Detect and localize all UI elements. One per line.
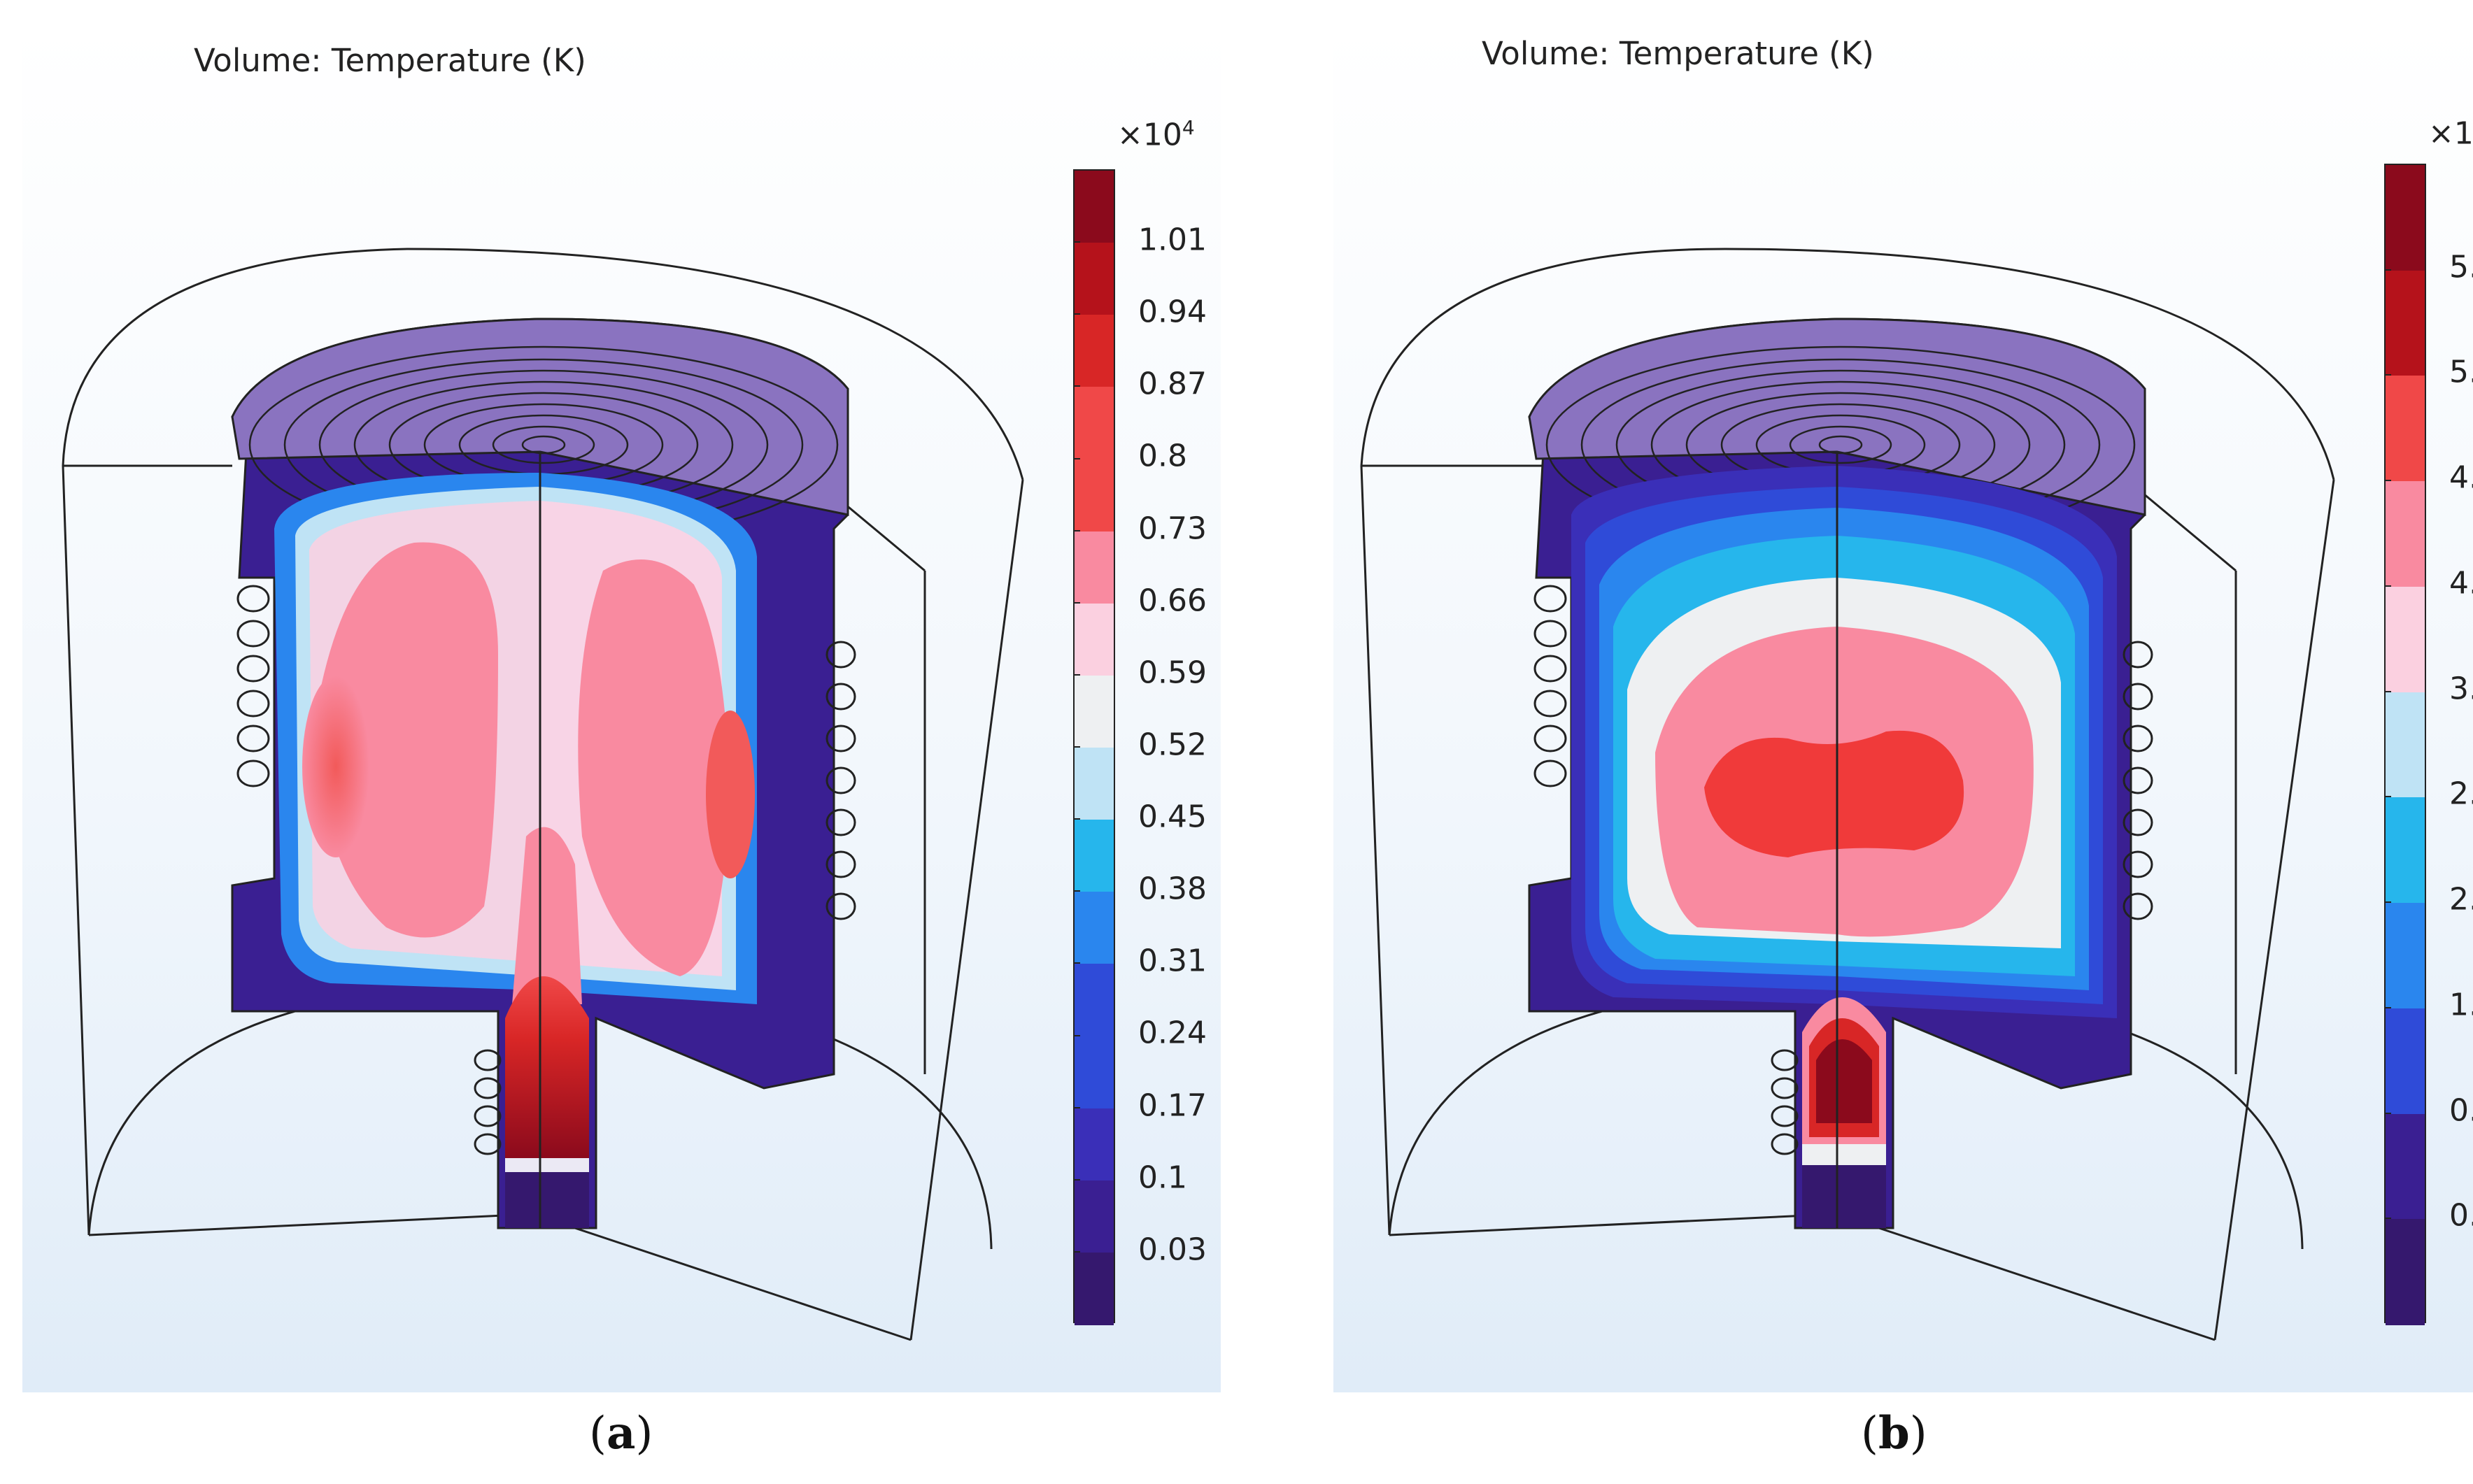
reactor-lid	[231, 318, 849, 516]
colorbar-tick-mark	[1073, 962, 1080, 964]
colorbar-tick-label: 2.8	[2449, 776, 2473, 812]
colorbar-tick-mark	[1073, 241, 1080, 243]
colorbar-tick-label: 1.01	[1138, 222, 1207, 258]
colorbar-tick-label: 3.42	[2449, 671, 2473, 707]
colorbar-tick-label: 2.17	[2449, 881, 2473, 918]
colorbar-tick-label: 0.94	[1138, 294, 1207, 330]
temperature-plot-panel-a: Volume: Temperature (K)	[22, 25, 1221, 1392]
colorbar-tick-mark	[1073, 457, 1080, 459]
colorbar-tick-mark	[1073, 1178, 1080, 1180]
colorbar-segment	[1075, 315, 1114, 388]
colorbar-tick-mark	[2384, 901, 2391, 904]
colorbar-tick-mark	[1073, 601, 1080, 604]
colorbar	[1073, 169, 1115, 1325]
colorbar-segment	[1075, 820, 1114, 893]
colorbar-segment	[1075, 1180, 1114, 1253]
colorbar-segment	[2386, 481, 2425, 587]
colorbar	[2384, 164, 2426, 1325]
colorbar-segment	[1075, 243, 1114, 316]
colorbar-tick-mark	[2384, 1006, 2391, 1008]
reactor-temperature-render	[1360, 248, 2335, 1341]
colorbar-tick-mark	[2384, 1112, 2391, 1114]
caption-b: (b)	[1861, 1407, 1927, 1460]
colorbar-segment	[2386, 1008, 2425, 1115]
colorbar-tick-mark	[2384, 480, 2391, 482]
colorbar-tick-mark	[2384, 374, 2391, 376]
colorbar-tick-label: 0.38	[1138, 871, 1207, 907]
plot-title: Volume: Temperature (K)	[1482, 35, 1874, 72]
colorbar-tick-label: 0.87	[1138, 366, 1207, 402]
colorbar-tick-mark	[2384, 585, 2391, 587]
colorbar-tick-mark	[1073, 818, 1080, 820]
colorbar-tick-label: 1.55	[2449, 987, 2473, 1023]
colorbar-tick-mark	[1073, 529, 1080, 531]
colorbar-segment	[1075, 171, 1114, 244]
colorbar-segment	[1075, 964, 1114, 1037]
side-coils-left	[1533, 585, 1799, 1155]
colorbar-tick-mark	[1073, 385, 1080, 387]
colorbar-tick-label: 0.92	[2449, 1092, 2473, 1129]
side-coils-right	[825, 641, 856, 920]
colorbar-tick-label: 4.67	[2449, 459, 2473, 496]
colorbar-tick-label: 0.8	[1138, 438, 1187, 474]
colorbar-tick-mark	[2384, 796, 2391, 798]
colorbar-segment	[1075, 387, 1114, 460]
colorbar-tick-label: 0.66	[1138, 583, 1207, 619]
side-coils-left	[236, 585, 502, 1155]
colorbar-tick-label: 0.1	[1138, 1160, 1187, 1196]
colorbar-segment	[2386, 376, 2425, 483]
plot-title: Volume: Temperature (K)	[194, 42, 586, 79]
colorbar-segment	[1075, 603, 1114, 676]
colorbar-tick-label: 0.24	[1138, 1015, 1207, 1051]
colorbar-tick-label: 0.3	[2449, 1197, 2473, 1234]
colorbar-tick-label: 0.31	[1138, 943, 1207, 979]
colorbar-tick-label: 0.17	[1138, 1087, 1207, 1124]
colorbar-tick-mark	[1073, 1106, 1080, 1108]
side-coils-right	[2123, 641, 2153, 920]
colorbar-segment	[2386, 1113, 2425, 1220]
enclosure-top-arc	[62, 248, 1024, 480]
colorbar-tick-label: 0.52	[1138, 727, 1207, 763]
temperature-plot-panel-b: Volume: Temperature (K)	[1333, 25, 2473, 1392]
colorbar-segment	[1075, 748, 1114, 821]
colorbar-tick-mark	[1073, 1250, 1080, 1253]
colorbar-segment	[1075, 892, 1114, 965]
colorbar-tick-label: 0.73	[1138, 511, 1207, 547]
colorbar-tick-mark	[1073, 1034, 1080, 1036]
caption-a: (a)	[589, 1407, 653, 1460]
colorbar-segment	[1075, 675, 1114, 748]
colorbar-segment	[1075, 1036, 1114, 1109]
colorbar-segment	[2386, 692, 2425, 799]
colorbar-tick-mark	[2384, 690, 2391, 692]
colorbar-tick-mark	[1073, 313, 1080, 315]
colorbar-tick-label: 0.59	[1138, 655, 1207, 691]
colorbar-tick-label: 4.05	[2449, 565, 2473, 601]
colorbar-segment	[1075, 1252, 1114, 1325]
colorbar-segment	[2386, 165, 2425, 271]
hot-jet	[505, 976, 589, 1158]
colorbar-tick-mark	[2384, 1218, 2391, 1220]
reactor-temperature-render	[62, 248, 1024, 1341]
colorbar-segment	[2386, 797, 2425, 904]
colorbar-tick-label: 5.92	[2449, 249, 2473, 285]
colorbar-tick-label: 0.45	[1138, 799, 1207, 835]
colorbar-tick-mark	[2384, 269, 2391, 271]
colorbar-segment	[2386, 1219, 2425, 1325]
colorbar-segment	[1075, 531, 1114, 604]
colorbar-tick-mark	[1073, 890, 1080, 892]
colorbar-segment	[2386, 586, 2425, 693]
colorbar-tick-mark	[1073, 673, 1080, 676]
colorbar-segment	[1075, 1108, 1114, 1181]
colorbar-tick-label: 5.3	[2449, 354, 2473, 390]
colorbar-segment	[2386, 903, 2425, 1009]
colorbar-multiplier: ×103	[2428, 115, 2473, 152]
colorbar-tick-mark	[1073, 746, 1080, 748]
colorbar-segment	[2386, 270, 2425, 377]
colorbar-tick-label: 0.03	[1138, 1232, 1207, 1268]
reactor-lid	[1528, 318, 2146, 516]
colorbar-segment	[1075, 459, 1114, 532]
colorbar-multiplier: ×104	[1117, 116, 1195, 153]
